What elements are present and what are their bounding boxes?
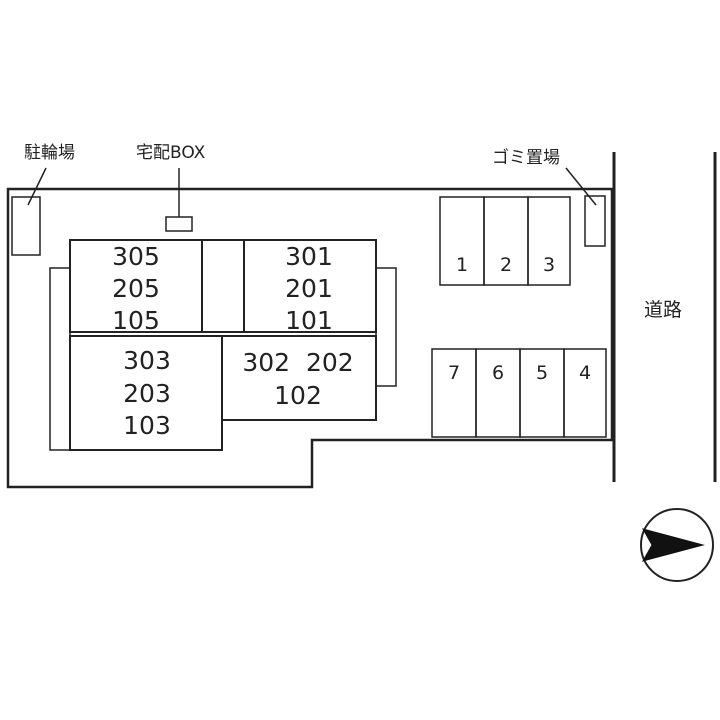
north-arrow-icon [640,508,714,582]
unit-label-205: 205 [112,274,160,303]
bicycle-parking-area [11,196,41,256]
unit-label-102: 102 [274,381,322,410]
bicycle-parking-label: 駐輪場 [24,143,75,163]
bicycle-parking-leader [27,167,47,206]
delivery-box-label: 宅配BOX [136,143,206,163]
unit-block-302 [221,335,377,421]
stairwell [201,239,245,333]
parking-label-7: 7 [448,362,460,384]
parking-label-5: 5 [536,362,548,384]
unit-label-302-202: 302 202 [242,348,353,377]
delivery-box [165,216,193,232]
parking-label-3: 3 [543,254,555,276]
unit-label-101: 101 [285,306,333,335]
unit-label-201: 201 [285,274,333,303]
unit-label-303: 303 [123,346,171,375]
parking-space-4 [563,348,607,438]
parking-label-1: 1 [456,254,468,276]
garbage-leader [565,167,597,206]
road-label: 道路 [644,299,682,321]
parking-space-3 [527,196,571,286]
site-boundary [6,187,614,489]
balcony-left [49,267,71,451]
unit-label-305: 305 [112,242,160,271]
balcony-right [375,267,397,387]
unit-label-203: 203 [123,379,171,408]
parking-label-6: 6 [492,362,504,384]
unit-label-301: 301 [285,242,333,271]
unit-label-103: 103 [123,411,171,440]
parking-label-4: 4 [579,362,591,384]
unit-label-105: 105 [112,306,160,335]
parking-label-2: 2 [500,254,512,276]
garbage-label: ゴミ置場 [492,147,560,168]
garbage-area [584,195,606,247]
